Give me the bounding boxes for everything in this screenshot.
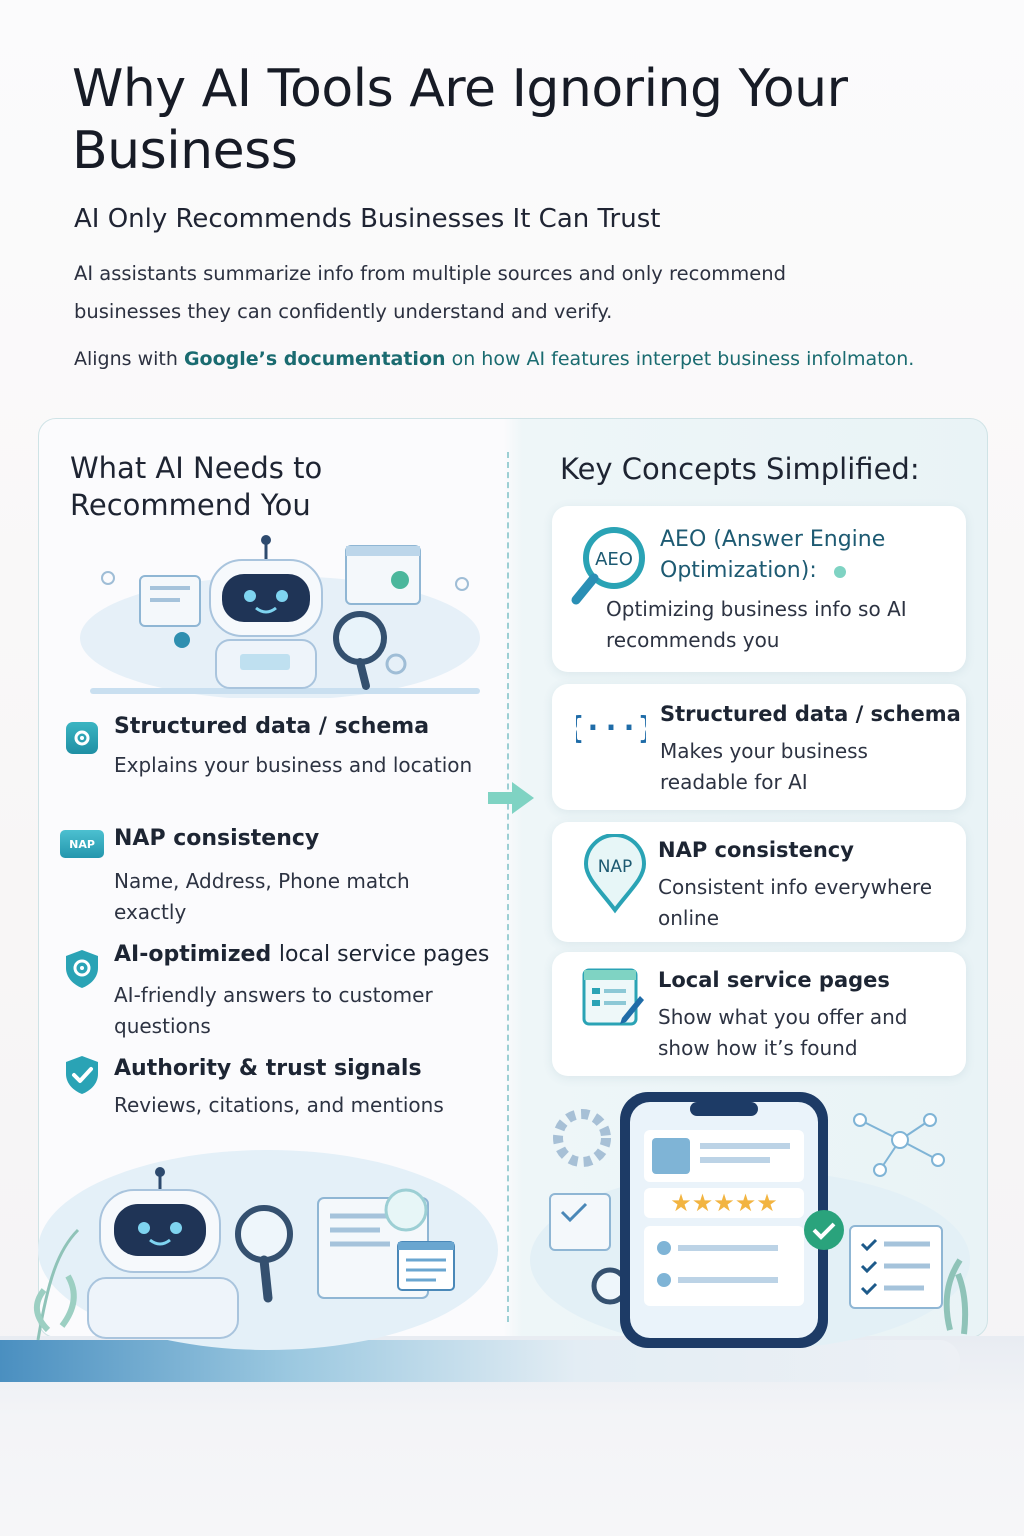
- left-item-title-local-pages: AI-optimized local service pages: [114, 942, 490, 967]
- map-pin-icon: NAP: [583, 834, 647, 914]
- card-schema: [552, 684, 966, 810]
- card-desc-schema: Makes your business readable for AI: [660, 739, 868, 794]
- left-item-desc-authority: Reviews, citations, and mentions: [114, 1093, 444, 1117]
- robot-figure: [87, 1167, 239, 1339]
- svg-text:AEO: AEO: [595, 549, 633, 570]
- phone-device: ★★★★★: [620, 1092, 828, 1348]
- gear-icon: [66, 722, 98, 754]
- card-desc-local-pages: Show what you offer and show how it’s fo…: [658, 1005, 908, 1060]
- card-title-nap: NAP consistency: [658, 838, 854, 862]
- magnifier-icon: [333, 611, 387, 665]
- aligns-note: Aligns with Google’s documentation on ho…: [74, 348, 914, 370]
- status-dot: [834, 566, 846, 578]
- card-desc-aeo: Optimizing business info so AI recommend…: [606, 597, 907, 652]
- shield-check-icon: [66, 1056, 98, 1094]
- page-title: Why AI Tools Are Ignoring Your Business: [72, 59, 848, 181]
- panel-divider: [507, 452, 509, 1322]
- webpage-edit-icon: [582, 968, 644, 1026]
- google-docs-link[interactable]: Google’s documentation: [183, 348, 446, 370]
- aligns-suffix: on how AI features interpet business inf…: [451, 348, 915, 370]
- gear-icon: [553, 1109, 611, 1167]
- left-item-desc-nap: Name, Address, Phone match exactly: [114, 869, 410, 924]
- robot-figure: [209, 535, 323, 689]
- magnifier-icon: [235, 1205, 293, 1263]
- svg-text:NAP: NAP: [598, 857, 633, 877]
- left-item-desc-schema: Explains your business and location: [114, 753, 473, 777]
- left-item-title-schema: Structured data / schema: [114, 714, 430, 739]
- left-heading: What AI Needs to Recommend You: [70, 451, 323, 522]
- svg-text:★★★★★: ★★★★★: [670, 1189, 778, 1217]
- aligns-prefix: Aligns with: [74, 348, 178, 370]
- right-heading: Key Concepts Simplified:: [560, 452, 920, 486]
- phone-illustration: ★★★★★: [530, 1092, 970, 1350]
- check-badge-icon: [804, 1210, 844, 1250]
- gear-shield-icon: [66, 950, 98, 988]
- nap-card-icon: NAP: [60, 830, 104, 858]
- network-icon: [853, 1113, 945, 1177]
- card-title-aeo: AEO (Answer Engine Optimization):: [660, 527, 886, 583]
- card-title-schema: Structured data / schema: [660, 702, 961, 726]
- code-braces-icon: {···}: [576, 711, 646, 746]
- star-rating: [644, 1188, 804, 1218]
- left-item-title-nap: NAP consistency: [114, 826, 320, 851]
- left-item-desc-local-pages: AI-friendly answers to customer question…: [114, 983, 433, 1038]
- robot-illustration-bottom: [34, 1150, 498, 1350]
- intro-text-line-2: businesses they can confidently understa…: [74, 300, 613, 323]
- page-subtitle: AI Only Recommends Businesses It Can Tru…: [74, 204, 661, 234]
- intro-text-line-1: AI assistants summarize info from multip…: [74, 262, 786, 285]
- arrow-right-icon: [488, 782, 534, 814]
- card-desc-nap: Consistent info everywhere online: [658, 875, 933, 930]
- magnifier-icon: AEO: [571, 527, 645, 605]
- left-item-title-authority: Authority & trust signals: [114, 1056, 422, 1081]
- svg-text:{···}: {···}: [576, 711, 646, 746]
- robot-illustration-top: [80, 535, 480, 698]
- card-title-local-pages: Local service pages: [658, 968, 890, 992]
